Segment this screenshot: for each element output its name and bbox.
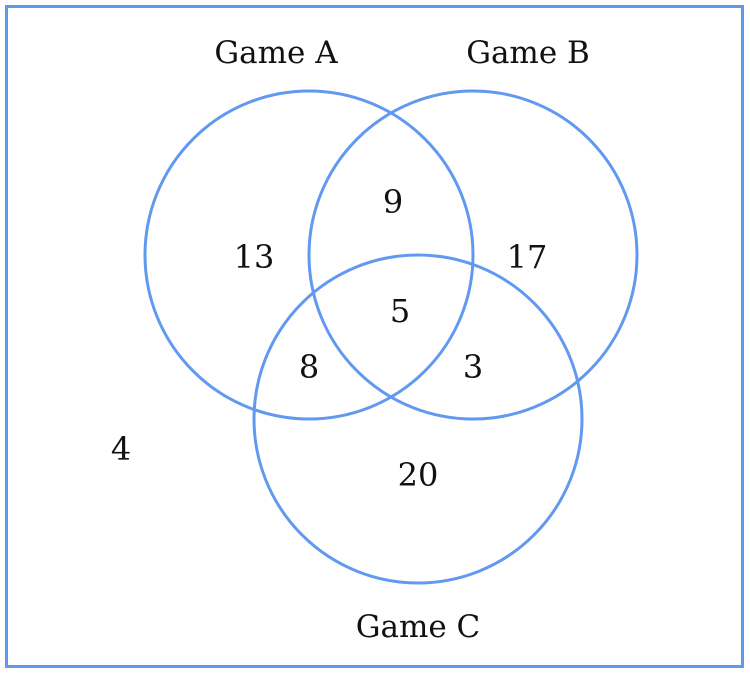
- game-b-label: Game B: [466, 35, 590, 71]
- game-c-circle: [252, 253, 584, 585]
- region-only-a-value: 13: [234, 238, 275, 276]
- region-a-and-c-value: 8: [299, 348, 319, 386]
- region-b-and-c-value: 3: [463, 348, 483, 386]
- game-a-circle: [143, 89, 475, 421]
- region-only-b-value: 17: [507, 238, 548, 276]
- game-c-label: Game C: [356, 609, 481, 645]
- universal-set-box: [5, 5, 744, 668]
- region-all-three-value: 5: [390, 292, 410, 330]
- game-b-circle: [307, 89, 639, 421]
- region-none-value: 4: [111, 430, 131, 468]
- game-a-label: Game A: [214, 35, 338, 71]
- region-a-and-b-value: 9: [383, 183, 403, 221]
- region-only-c-value: 20: [398, 456, 439, 494]
